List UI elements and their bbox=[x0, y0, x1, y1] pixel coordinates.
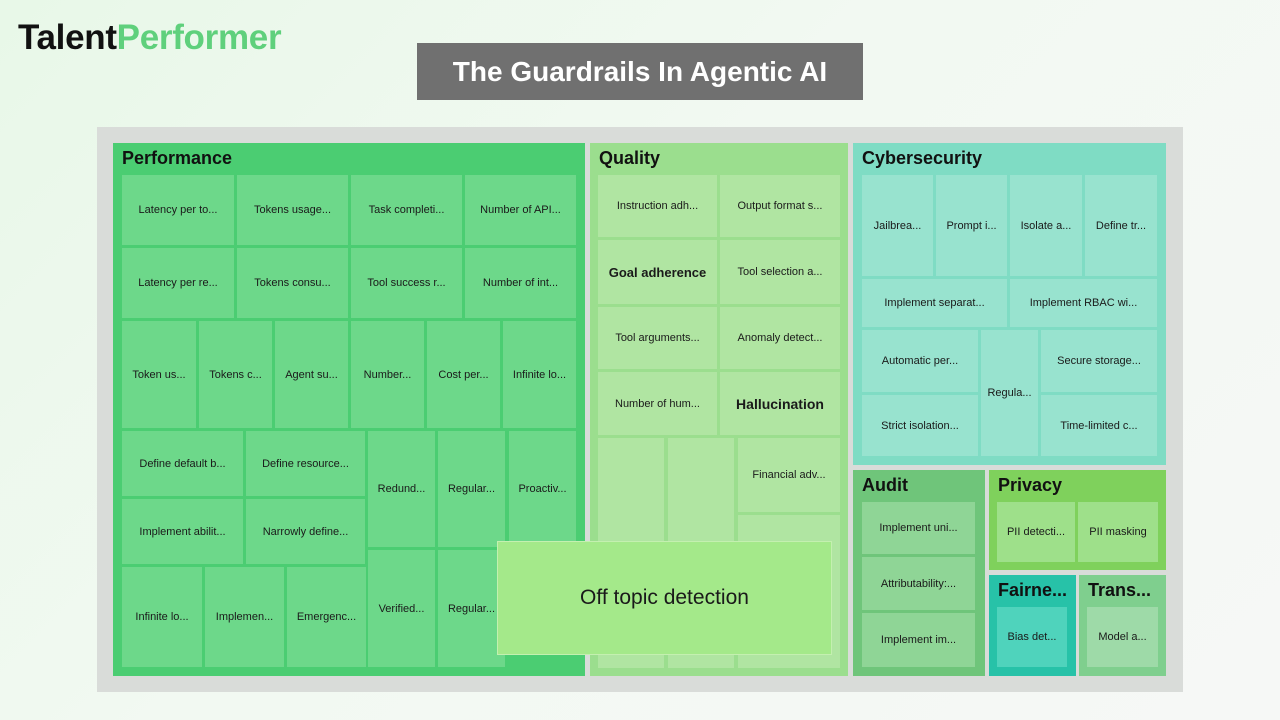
tile-performance[interactable]: Tokens consu... bbox=[237, 248, 348, 318]
logo-part-performer: Performer bbox=[116, 18, 282, 57]
tile-performance[interactable]: Number... bbox=[351, 321, 424, 428]
tile-performance[interactable]: Tokens usage... bbox=[237, 175, 348, 245]
tile-performance[interactable]: Token us... bbox=[122, 321, 196, 428]
tile-performance[interactable]: Infinite lo... bbox=[503, 321, 576, 428]
tile-quality[interactable]: Output format s... bbox=[720, 175, 840, 237]
panel-title-privacy: Privacy bbox=[998, 475, 1063, 495]
tile-performance[interactable]: Proactiv... bbox=[509, 431, 576, 547]
tile-performance[interactable]: Latency per re... bbox=[122, 248, 234, 318]
panel-title-audit: Audit bbox=[862, 475, 908, 495]
tile-quality[interactable]: Anomaly detect... bbox=[720, 307, 840, 369]
tile-performance[interactable]: Agent su... bbox=[275, 321, 348, 428]
tile-performance[interactable]: Narrowly define... bbox=[246, 499, 365, 564]
tile-performance[interactable]: Latency per to... bbox=[122, 175, 234, 245]
tile-quality[interactable]: Instruction adh... bbox=[598, 175, 717, 237]
tile-quality[interactable]: Tool arguments... bbox=[598, 307, 717, 369]
tile-performance[interactable]: Tool success r... bbox=[351, 248, 462, 318]
tile-quality[interactable]: Hallucination bbox=[720, 372, 840, 435]
tile-performance[interactable]: Cost per... bbox=[427, 321, 500, 428]
page-title: The Guardrails In Agentic AI bbox=[417, 43, 863, 100]
tile-quality[interactable]: Tool selection a... bbox=[720, 240, 840, 304]
tile-cybersecurity[interactable]: Time-limited c... bbox=[1041, 395, 1157, 456]
tile-cybersecurity[interactable]: Isolate a... bbox=[1010, 175, 1082, 276]
tile-performance[interactable]: Regular... bbox=[438, 431, 505, 547]
panel-title-cybersecurity: Cybersecurity bbox=[862, 148, 983, 168]
tile-audit[interactable]: Implement im... bbox=[862, 613, 975, 667]
logo-part-talent: Talent bbox=[18, 18, 117, 57]
tile-performance[interactable]: Infinite lo... bbox=[122, 567, 202, 667]
tile-quality[interactable]: Goal adherence bbox=[598, 240, 717, 304]
tile-cybersecurity[interactable]: Regula... bbox=[981, 330, 1038, 456]
tile-audit[interactable]: Implement uni... bbox=[862, 502, 975, 554]
tile-fairness[interactable]: Bias det... bbox=[997, 607, 1067, 667]
tile-performance[interactable]: Implement abilit... bbox=[122, 499, 243, 564]
tile-cybersecurity[interactable]: Jailbrea... bbox=[862, 175, 933, 276]
panel-title-fairness: Fairne... bbox=[998, 580, 1068, 600]
tile-cybersecurity[interactable]: Automatic per... bbox=[862, 330, 978, 392]
tile-performance[interactable]: Define default b... bbox=[122, 431, 243, 496]
tile-performance[interactable]: Implemen... bbox=[205, 567, 284, 667]
tile-cybersecurity[interactable]: Implement RBAC wi... bbox=[1010, 279, 1157, 327]
tile-performance[interactable]: Redund... bbox=[368, 431, 435, 547]
tile-performance[interactable]: Emergenc... bbox=[287, 567, 366, 667]
tile-cybersecurity[interactable]: Secure storage... bbox=[1041, 330, 1157, 392]
tile-quality[interactable]: Number of hum... bbox=[598, 372, 717, 435]
tile-performance[interactable]: Define resource... bbox=[246, 431, 365, 496]
tile-cybersecurity[interactable]: Implement separat... bbox=[862, 279, 1007, 327]
tile-performance[interactable]: Tokens c... bbox=[199, 321, 272, 428]
panel-title-transparency: Trans... bbox=[1088, 580, 1152, 600]
tile-quality[interactable]: Financial adv... bbox=[738, 438, 840, 512]
tile-performance[interactable]: Task completi... bbox=[351, 175, 462, 245]
tile-audit[interactable]: Attributability:... bbox=[862, 557, 975, 610]
tile-performance[interactable]: Number of int... bbox=[465, 248, 576, 318]
tile-privacy[interactable]: PII masking bbox=[1078, 502, 1158, 562]
tile-performance[interactable]: Regular... bbox=[438, 550, 505, 667]
tile-cybersecurity[interactable]: Define tr... bbox=[1085, 175, 1157, 276]
tile-cybersecurity[interactable]: Prompt i... bbox=[936, 175, 1007, 276]
tile-privacy[interactable]: PII detecti... bbox=[997, 502, 1075, 562]
tile-transparency[interactable]: Model a... bbox=[1087, 607, 1158, 667]
tile-performance[interactable]: Verified... bbox=[368, 550, 435, 667]
panel-title-performance: Performance bbox=[122, 148, 233, 168]
tile-performance[interactable]: Number of API... bbox=[465, 175, 576, 245]
tile-cybersecurity[interactable]: Strict isolation... bbox=[862, 395, 978, 456]
panel-title-quality: Quality bbox=[599, 148, 661, 168]
logo: TalentPerformer bbox=[18, 16, 282, 60]
overlay-off-topic-detection[interactable]: Off topic detection bbox=[497, 541, 832, 655]
